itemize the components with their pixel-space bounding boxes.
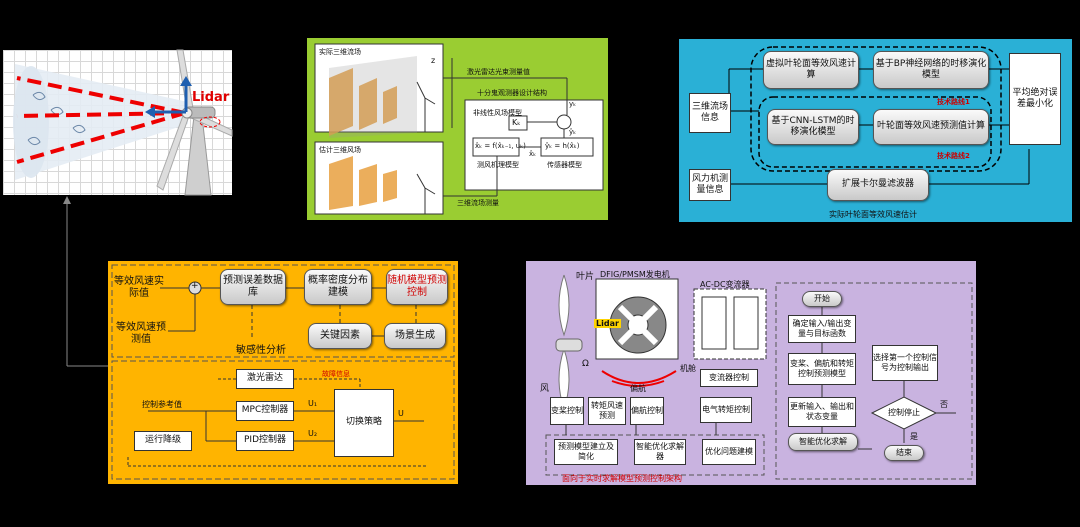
converter-title: AC-DC变流器 bbox=[700, 280, 750, 289]
u2-label: U₂ bbox=[308, 429, 318, 438]
box-switch-strategy: 切换策略 bbox=[334, 389, 394, 457]
yaw-label: 偏航 bbox=[630, 384, 646, 393]
stochastic-mpc-panel: 等效风速实际值 等效风速预测值 + 预测误差数据库 概率密度分布建模 随机模型预… bbox=[108, 261, 458, 484]
fc-choose-signal: 选择第一个控制信号为控制输出 bbox=[872, 345, 938, 381]
box-scene-generation: 场景生成 bbox=[384, 323, 446, 349]
fc-yes: 是 bbox=[910, 432, 918, 441]
box-probability-model: 概率密度分布建模 bbox=[304, 269, 372, 305]
symbol-z: z bbox=[431, 56, 436, 65]
wind-estimation-panel: 三维流场信息 虚拟叶轮面等效风速计算 基于BP神经网络的时移演化模型 基于CNN… bbox=[679, 39, 1072, 222]
u-label: U bbox=[398, 409, 404, 418]
fc-no: 否 bbox=[940, 400, 948, 409]
lidar-label: Lidar bbox=[192, 90, 230, 105]
box-laser-radar: 激光雷达 bbox=[236, 369, 294, 389]
input-actual-wind: 等效风速实际值 bbox=[114, 275, 164, 300]
generator-title: DFIG/PMSM发电机 bbox=[600, 270, 670, 279]
box-fault-degrade: 运行降级 bbox=[134, 431, 192, 451]
box-key-factors: 关键因素 bbox=[308, 323, 372, 349]
box-torque-wind-pred: 转矩风速预测 bbox=[588, 397, 626, 425]
box-min-abs-error: 平均绝对误差最小化 bbox=[1009, 53, 1061, 145]
fault-info-label: 故障信息 bbox=[322, 370, 350, 378]
lidar-badge: Lidar bbox=[594, 319, 621, 328]
box-electric-torque-control: 电气转矩控制 bbox=[700, 397, 752, 423]
observation-equation: ŷₖ = h(x̂ₖ) bbox=[545, 142, 580, 150]
state-equation: x̂ₖ = f(x̂ₖ₋₁, uₖ) bbox=[475, 142, 526, 150]
control-ref-label: 控制参考值 bbox=[142, 400, 182, 409]
observer-panel: 实际三维流场 估计三维风场 激光雷达光束测量值 十分鬼观测器设计结构 非线性风场… bbox=[307, 38, 608, 220]
symbol-y: yₖ bbox=[569, 100, 577, 108]
box-bp-network: 基于BP神经网络的时移演化模型 bbox=[873, 51, 989, 89]
symbol-y-hat: ŷₖ bbox=[569, 128, 577, 136]
box-smart-solver: 智能优化求解器 bbox=[634, 439, 686, 465]
box-model-build: 预测模型建立及简化 bbox=[554, 439, 618, 465]
mpc-architecture-panel: 叶片 风 Ω DFIG/PMSM发电机 AC-DC变流器 Lidar 机舱 偏航… bbox=[526, 261, 976, 485]
bottom-measure-label: 三维流场测量 bbox=[457, 199, 499, 207]
kalman-gain-label: Kₖ bbox=[512, 118, 521, 127]
route-1-label: 技术路线1 bbox=[937, 98, 970, 106]
laser-measure-label: 激光雷达光束测量值 bbox=[467, 68, 530, 76]
box-error-database: 预测误差数据库 bbox=[220, 269, 286, 305]
turbine-lidar-illustration bbox=[13, 49, 233, 196]
mechanism-caption: 测风机理模型 bbox=[477, 161, 519, 169]
wind-estimation-caption: 实际叶轮面等效风速估计 bbox=[829, 210, 917, 219]
architecture-caption: 面向于实时求解模型预测控制架构 bbox=[562, 474, 682, 483]
symbol-x: x̂ₖ bbox=[529, 150, 537, 158]
stochastic-mpc-diagram bbox=[111, 264, 455, 480]
mpc-architecture-diagram bbox=[545, 274, 973, 480]
u1-label: U₁ bbox=[308, 399, 318, 408]
box-opt-modeling: 优化问题建模 bbox=[702, 439, 756, 465]
fc-stop: 控制停止 bbox=[888, 408, 920, 417]
bottom-flow-title: 估计三维风场 bbox=[319, 146, 361, 154]
turbine-lidar-panel: Lidar bbox=[3, 49, 233, 196]
box-yaw-control: 偏航控制 bbox=[630, 397, 664, 425]
fc-define-io: 确定输入/输出变量与目标函数 bbox=[788, 315, 856, 343]
fc-end: 结束 bbox=[884, 445, 924, 461]
box-rotor-prediction: 叶轮面等效风速预测值计算 bbox=[873, 109, 989, 145]
sum-symbol: + bbox=[191, 281, 199, 291]
box-mpc-controller: MPC控制器 bbox=[236, 401, 294, 421]
model-label: 非线性风场模型 bbox=[473, 109, 522, 117]
box-random-mpc: 随机模型预测控制 bbox=[386, 269, 448, 305]
sensor-caption: 传感器模型 bbox=[547, 161, 582, 169]
omega-label: Ω bbox=[582, 359, 589, 369]
box-extended-kalman: 扩展卡尔曼滤波器 bbox=[827, 169, 929, 201]
cabin-label: 机舱 bbox=[680, 364, 696, 373]
fc-update-vars: 更新输入、输出和状态变量 bbox=[788, 397, 856, 427]
fc-smart-solve: 智能优化求解 bbox=[788, 433, 858, 451]
box-pid-controller: PID控制器 bbox=[236, 431, 294, 451]
box-virtual-rotor: 虚拟叶轮面等效风速计算 bbox=[763, 51, 859, 89]
fc-predict-model: 变桨、偏航和转矩控制预测模型 bbox=[788, 353, 856, 385]
box-converter-control: 变流器控制 bbox=[700, 369, 758, 387]
observer-title: 十分鬼观测器设计结构 bbox=[477, 89, 547, 97]
observer-diagram bbox=[314, 43, 604, 215]
input-turbine-measurement: 风力机测量信息 bbox=[689, 169, 731, 201]
input-3d-flow: 三维流场信息 bbox=[689, 93, 731, 133]
input-predicted-wind: 等效风速预测值 bbox=[116, 321, 166, 346]
route-2-label: 技术路线2 bbox=[937, 152, 970, 160]
box-cnn-lstm: 基于CNN-LSTM的时移演化模型 bbox=[767, 109, 859, 145]
top-flow-title: 实际三维流场 bbox=[319, 48, 361, 56]
blade-label: 叶片 bbox=[576, 272, 595, 282]
wind-label: 风 bbox=[540, 384, 550, 394]
sensitivity-label: 敏感性分析 bbox=[236, 345, 286, 356]
box-pitch-control: 变桨控制 bbox=[550, 397, 584, 425]
fc-start: 开始 bbox=[802, 291, 842, 307]
